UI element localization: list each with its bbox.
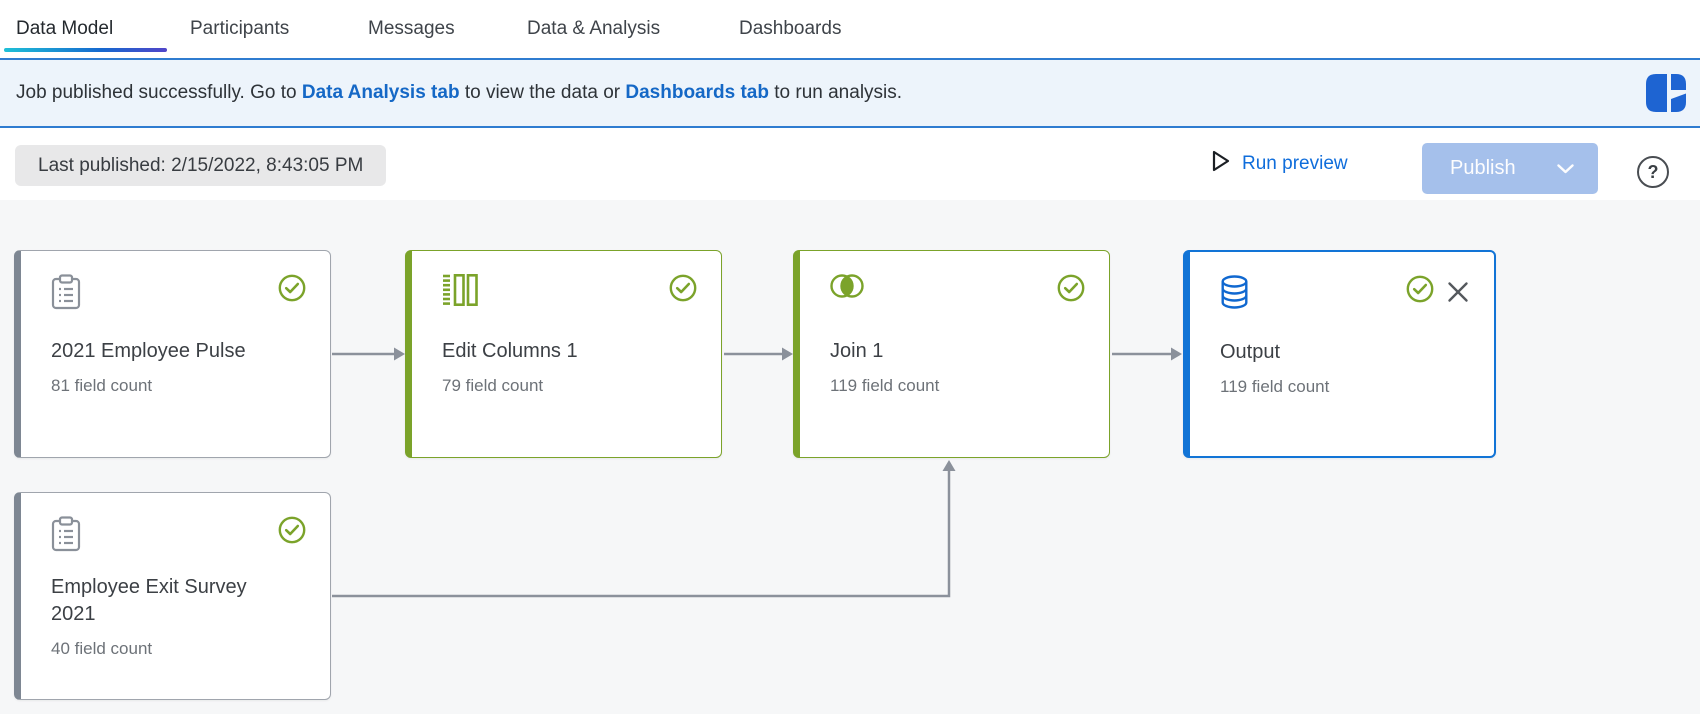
banner-message: Job published successfully. Go to Data A…	[16, 82, 902, 104]
tab-data-model[interactable]: Data Model	[16, 18, 114, 39]
publish-label: Publish	[1450, 157, 1516, 179]
publish-success-banner: Job published successfully. Go to Data A…	[0, 58, 1700, 128]
banner-text-start: Job published successfully. Go to	[16, 82, 302, 103]
last-published-badge: Last published: 2/15/2022, 8:43:05 PM	[15, 145, 387, 186]
check-icon	[1406, 275, 1434, 308]
flow-node-join[interactable]: Join 1 119 field count	[793, 250, 1110, 458]
check-icon	[669, 274, 697, 307]
active-tab-indicator	[4, 48, 167, 52]
tab-dashboards[interactable]: Dashboards	[739, 18, 842, 39]
edit-columns-icon	[442, 274, 478, 306]
node-title: 2021 Employee Pulse	[51, 340, 246, 362]
flow-node-output[interactable]: Output 119 field count	[1183, 250, 1496, 458]
help-button[interactable]: ?	[1637, 156, 1669, 188]
clipboard-icon	[51, 516, 81, 552]
node-title: Output	[1220, 341, 1281, 363]
flow-node-edit-columns[interactable]: Edit Columns 1 79 field count	[405, 250, 722, 458]
publish-button[interactable]: Publish	[1422, 143, 1598, 194]
action-toolbar: Last published: 2/15/2022, 8:43:05 PM Ru…	[0, 128, 1700, 200]
database-icon	[1220, 275, 1249, 309]
clipboard-icon	[51, 274, 81, 310]
check-icon	[278, 274, 306, 307]
node-title: Employee Exit Survey 2021	[51, 576, 247, 625]
flow-connectors	[332, 347, 1182, 598]
node-field-count: 119 field count	[830, 376, 940, 395]
top-tab-bar: Data Model Participants Messages Data & …	[0, 0, 1700, 58]
app-logo-icon	[1646, 74, 1686, 112]
tab-data-analysis[interactable]: Data & Analysis	[527, 18, 661, 39]
banner-text-end: to run analysis.	[768, 82, 903, 103]
join-icon	[830, 274, 864, 298]
close-icon[interactable]	[1446, 280, 1470, 304]
flow-node-employee-pulse[interactable]: 2021 Employee Pulse 81 field count	[14, 250, 331, 458]
help-label: ?	[1647, 161, 1659, 182]
node-field-count: 81 field count	[51, 376, 153, 395]
tab-messages[interactable]: Messages	[368, 18, 455, 39]
check-icon	[1057, 274, 1085, 307]
chevron-down-icon	[1557, 157, 1574, 180]
node-field-count: 119 field count	[1220, 377, 1330, 396]
banner-text-middle: to view the data or	[459, 82, 626, 103]
check-icon	[278, 516, 306, 549]
node-field-count: 79 field count	[442, 376, 544, 395]
node-field-count: 40 field count	[51, 639, 153, 658]
node-title: Join 1	[830, 340, 884, 362]
run-preview-button[interactable]: Run preview	[1211, 128, 1348, 200]
node-title: Edit Columns 1	[442, 340, 578, 362]
data-model-canvas: 2021 Employee Pulse 81 field count	[0, 200, 1700, 714]
run-preview-label: Run preview	[1242, 153, 1348, 174]
flow-node-employee-exit-survey[interactable]: Employee Exit Survey 2021 40 field count	[14, 492, 331, 700]
dashboards-tab-link[interactable]: Dashboards tab	[625, 82, 769, 103]
play-icon	[1211, 150, 1231, 178]
tab-participants[interactable]: Participants	[190, 18, 290, 39]
data-analysis-tab-link[interactable]: Data Analysis tab	[301, 82, 460, 103]
